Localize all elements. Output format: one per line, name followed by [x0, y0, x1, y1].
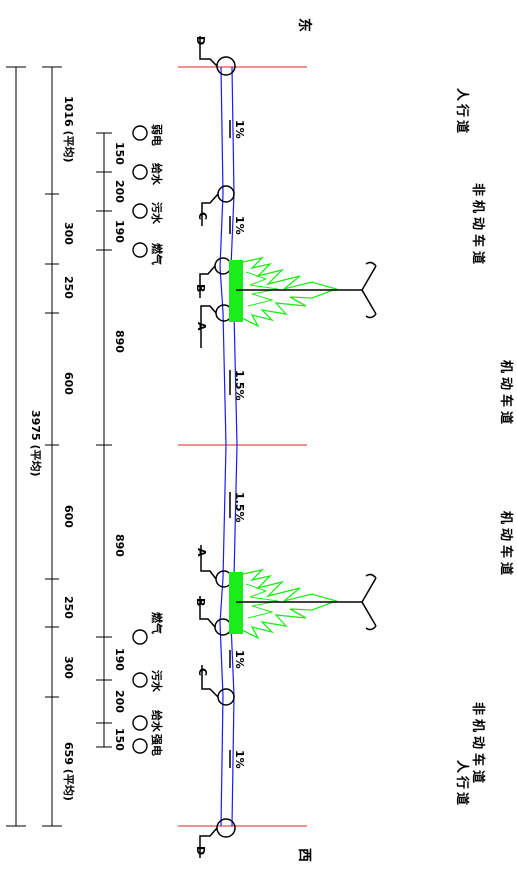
dim-e-150: 150	[113, 142, 126, 165]
marker-d-east: D	[194, 36, 207, 45]
pavement-bottom-line	[230, 66, 238, 827]
leader-d-east	[199, 36, 218, 67]
leader-b-east	[199, 265, 216, 298]
leader-b-west	[199, 596, 216, 628]
pipe-gas-east	[132, 242, 148, 258]
dim-total: 3975 (平均)	[29, 410, 43, 477]
dim-e-300: 300	[62, 222, 75, 245]
curb-circle-b-west	[214, 618, 232, 636]
tree-top-east	[361, 261, 377, 319]
utility-sewage-east: 污水	[150, 202, 164, 225]
orientation-labels: 东 西	[296, 18, 313, 862]
tree-east	[229, 256, 377, 328]
pipe-weak-power-east	[132, 125, 148, 141]
label-west: 西	[296, 848, 312, 862]
tree-foliage-east-inner	[245, 271, 279, 307]
dim-w-300: 300	[62, 656, 75, 679]
pipe-water-east	[132, 164, 148, 180]
dimension-lines	[6, 66, 112, 827]
leader-d-west	[199, 827, 218, 858]
pipe-sewage-east	[132, 203, 148, 219]
slope-sidewalk-west: 1%	[233, 750, 246, 769]
pipe-gas-west	[132, 629, 148, 645]
dim-east-sidewalk: 1016 (平均)	[62, 96, 76, 163]
dim-west-sidewalk: 659 (平均)	[62, 742, 76, 801]
slope-bike-lane-west: 1%	[233, 650, 246, 669]
zone-motor-lane-east: 机动车道	[498, 360, 514, 428]
dim-e-250: 250	[62, 276, 75, 299]
pipe-strong-power-west	[132, 738, 148, 754]
utility-labels: 弱电 给水 污水 燃气 燃气 污水 给水 强电	[150, 124, 164, 756]
tree-root-ball-east	[229, 260, 243, 322]
utility-water-east: 给水	[150, 163, 164, 186]
slope-sidewalk-east: 1%	[233, 120, 246, 139]
marker-c-east: C	[196, 212, 209, 220]
tree-foliage-west-inner	[245, 583, 279, 619]
zone-sidewalk-west: 人行道	[454, 760, 470, 808]
leader-c-west	[201, 665, 219, 698]
dimension-labels: 3975 (平均) 1016 (平均) 659 (平均) 300 250 600…	[29, 96, 126, 801]
tree-foliage-west	[241, 568, 339, 640]
utility-strong-power-west: 强电	[150, 734, 164, 756]
zone-bike-lane-east: 非机动车道	[470, 183, 486, 268]
tree-west	[229, 568, 377, 640]
pipe-water-west	[132, 715, 148, 731]
pavement-profile	[219, 66, 238, 827]
dim-e-190: 190	[113, 220, 126, 243]
zone-motor-lane-west: 机动车道	[498, 511, 514, 579]
tree-foliage-east	[241, 256, 339, 328]
utility-gas-east: 燃气	[150, 242, 164, 265]
utility-water-west: 给水	[150, 710, 164, 733]
dim-w-150: 150	[113, 728, 126, 751]
leader-a-west	[200, 545, 217, 580]
zone-sidewalk-east: 人行道	[454, 88, 470, 136]
pipe-sewage-west	[132, 672, 148, 688]
utility-gas-west: 燃气	[150, 611, 164, 634]
marker-a-east: A	[195, 322, 208, 331]
dim-w-190: 190	[113, 648, 126, 671]
dim-w-890: 890	[113, 534, 126, 557]
slope-motor-lane-east: 1.5%	[233, 370, 246, 401]
marker-labels: D C B A A B C D	[194, 36, 209, 855]
curb-circle-c-east	[217, 185, 235, 203]
leader-a-east	[200, 305, 217, 348]
slope-bike-lane-east: 1%	[233, 216, 246, 235]
dim-w-250: 250	[62, 596, 75, 619]
utility-weak-power-east: 弱电	[150, 124, 164, 146]
zone-labels: 人行道 非机动车道 机动车道 机动车道 非机动车道 人行道	[454, 88, 514, 808]
utility-pipes	[132, 125, 148, 754]
marker-a-west: A	[195, 548, 208, 557]
marker-d-west: D	[194, 846, 207, 855]
tree-root-ball-west	[229, 572, 243, 634]
pavement-top-line	[219, 66, 227, 827]
dim-e-890: 890	[113, 330, 126, 353]
slope-labels: 1% 1% 1.5% 1.5% 1% 1%	[233, 120, 246, 769]
curb-circle-c-west	[217, 688, 235, 706]
slope-motor-lane-west: 1.5%	[233, 492, 246, 523]
reference-lines	[178, 66, 307, 827]
utility-sewage-west: 污水	[150, 670, 164, 693]
zone-bike-lane-west: 非机动车道	[470, 702, 486, 787]
leader-c-east	[201, 193, 219, 226]
dim-w-200: 200	[113, 690, 126, 713]
dim-w-600: 600	[62, 505, 75, 528]
curb-circle-d-east	[216, 56, 236, 76]
dim-e-200: 200	[113, 180, 126, 203]
curb-markers	[199, 36, 236, 858]
curb-circle-b-east	[214, 257, 232, 275]
dim-e-600: 600	[62, 372, 75, 395]
marker-b-east: B	[194, 284, 207, 292]
marker-b-west: B	[194, 598, 207, 606]
marker-c-west: C	[196, 668, 209, 676]
tree-top-west	[361, 573, 377, 631]
curb-circle-d-west	[216, 818, 236, 838]
label-east: 东	[296, 18, 313, 32]
